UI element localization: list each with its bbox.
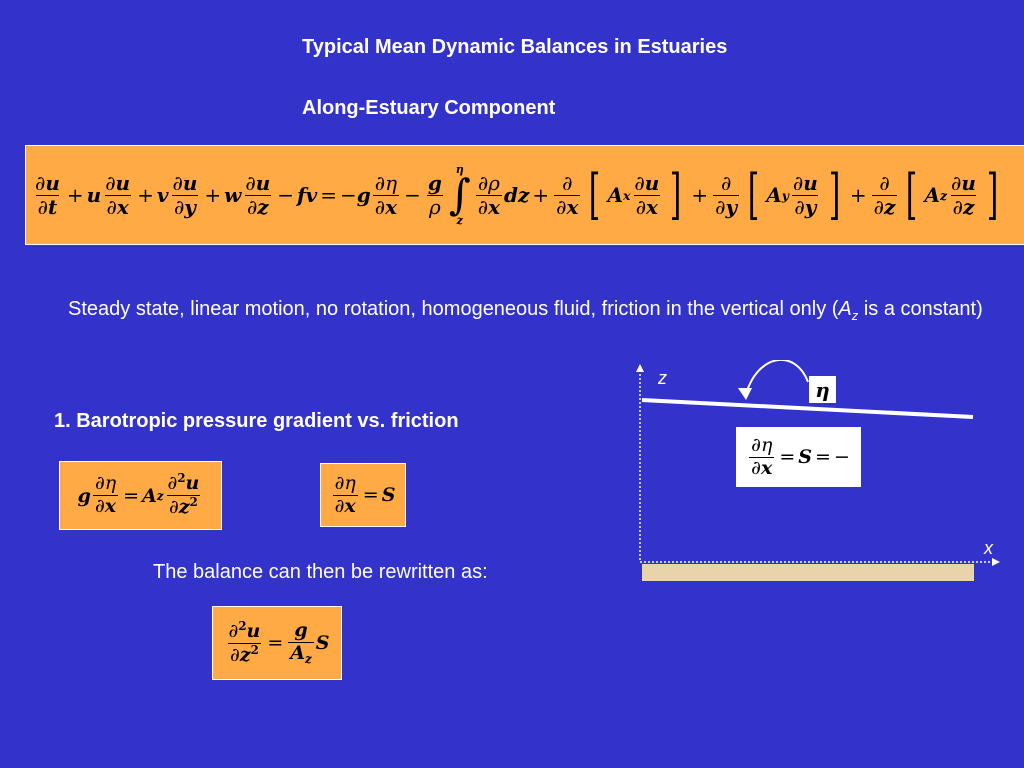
eta-label-box: η [809, 376, 836, 403]
estuary-bed [642, 564, 974, 581]
section-heading-barotropic: 1. Barotropic pressure gradient vs. fric… [54, 410, 459, 432]
rewrite-text: The balance can then be rewritten as: [153, 561, 488, 583]
surface-slope-line [641, 398, 974, 419]
slide-subtitle: Along-Estuary Component [302, 97, 556, 119]
curved-arrow [745, 360, 809, 395]
slope-equation: ∂η∂x =S [320, 463, 406, 527]
assumptions-text: Steady state, linear motion, no rotation… [68, 298, 983, 323]
arrow-head-icon [738, 388, 752, 400]
x-axis-label: x [983, 538, 994, 558]
x-axis-arrow-icon [992, 558, 1000, 566]
estuary-diagram: z x [636, 360, 1000, 581]
z-axis-arrow-icon [636, 364, 644, 372]
momentum-equation: ∂u∂t +u ∂u∂x +v ∂u∂y +w ∂u∂z −fv =−g ∂η∂… [25, 145, 1024, 245]
slide-title: Typical Mean Dynamic Balances in Estuari… [302, 36, 728, 58]
slope-definition-box: ∂η∂x =S=− [736, 427, 861, 487]
z-axis-label: z [657, 368, 667, 388]
